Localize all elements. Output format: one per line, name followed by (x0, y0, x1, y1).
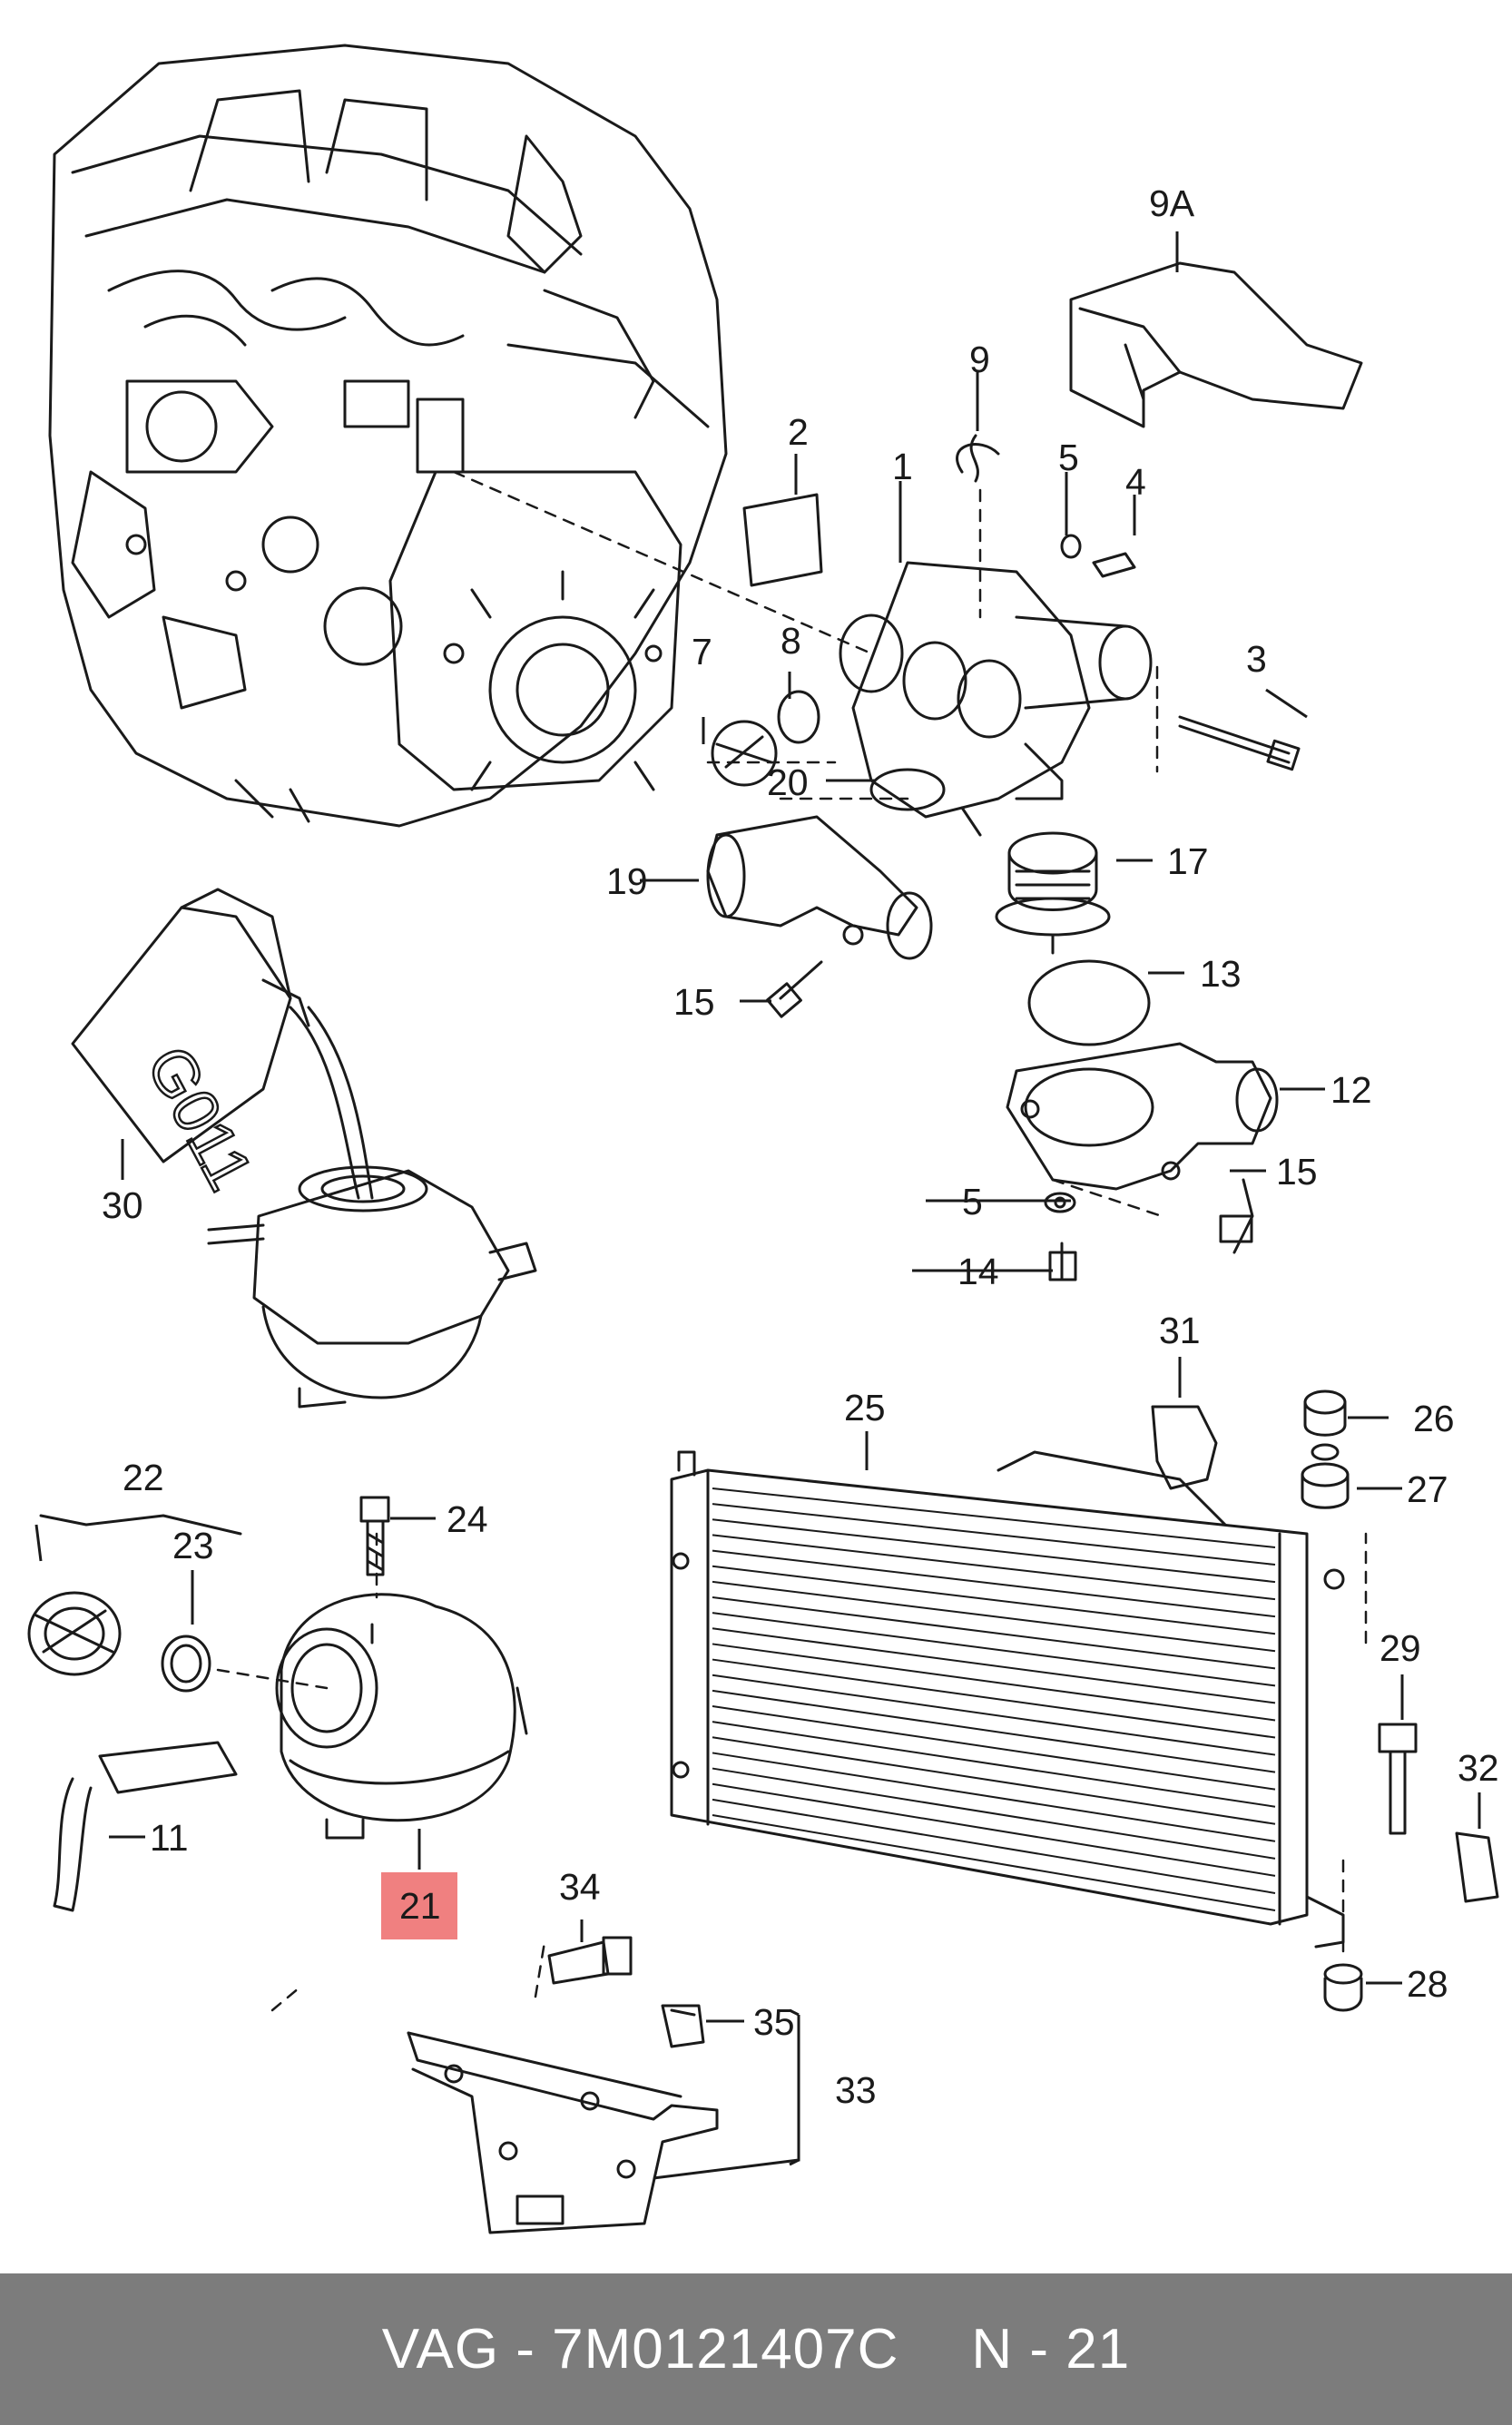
lower-flange-illustration (706, 815, 933, 960)
callout-20: 20 (767, 761, 809, 803)
callout-17: 17 (1167, 840, 1209, 882)
radiator-fin (712, 1814, 1276, 1911)
callout-15-left: 15 (673, 981, 715, 1023)
dark-fills (1402, 1851, 1420, 1888)
outlet-flange-illustration (1006, 1042, 1279, 1191)
radiator-fin (712, 1534, 1276, 1601)
callout-27: 27 (1407, 1468, 1448, 1510)
coolant-flange-illustration (839, 561, 1153, 837)
leader-lines (34, 231, 1481, 2180)
callout-12: 12 (1330, 1069, 1372, 1111)
callout-26: 26 (1413, 1398, 1455, 1439)
bolt-29-illustration (1378, 1723, 1418, 1835)
radiator-fin (712, 1627, 1276, 1704)
seal-23-inner (170, 1644, 202, 1684)
footer-part-number: VAG - 7M0121407C (381, 2318, 899, 2381)
thermostat-illustration (995, 831, 1151, 1046)
clip-9-illustration (969, 434, 979, 483)
radiator-fin (712, 1580, 1276, 1653)
upper-expansion-tank-illustration (207, 1165, 537, 1409)
bracket-33-illustration (407, 2031, 719, 2234)
callout-29: 29 (1379, 1627, 1421, 1669)
radiator-fin (712, 1518, 1276, 1584)
callout-5-upper: 5 (1058, 437, 1079, 478)
bracket-31-illustration (1151, 1405, 1218, 1490)
hose-11-illustration (53, 1741, 238, 1912)
callout-7: 7 (692, 631, 712, 673)
radiator-fin (712, 1798, 1276, 1894)
radiator-25-illustration (670, 1450, 1345, 1949)
highlight-box (381, 1872, 457, 1939)
callout-35: 35 (753, 2001, 795, 2043)
callout-33: 33 (835, 2069, 877, 2111)
radiator-fin (712, 1549, 1276, 1618)
radiator-fin (712, 1736, 1276, 1825)
callout-9a: 9A (1149, 182, 1195, 224)
callout-24: 24 (447, 1498, 488, 1540)
radiator-fins (712, 1487, 1276, 1911)
radiator-fin (712, 1782, 1276, 1877)
rubber-mounts-illustration (1301, 1389, 1363, 2012)
bolt-34-illustration (547, 1936, 633, 1985)
callout-3: 3 (1246, 638, 1267, 680)
part-number-footer: VAG - 7M0121407C N - 21 (0, 2273, 1512, 2425)
callout-15-right: 15 (1276, 1151, 1318, 1193)
radiator-fin (712, 1767, 1276, 1860)
radiator-fin (712, 1674, 1276, 1756)
radiator-fin (712, 1689, 1276, 1773)
callout-labels: 1 2 3 4 5 7 8 9 9A 20 19 15 17 13 12 15 … (102, 182, 1499, 2111)
radiator-fin (712, 1565, 1276, 1635)
radiator-fin (712, 1643, 1276, 1722)
radiator-fin (712, 1596, 1276, 1670)
radiator-fin (712, 1487, 1276, 1548)
callout-19: 19 (606, 860, 648, 902)
bottle-label: G011 (133, 1035, 267, 1201)
callout-22: 22 (123, 1457, 164, 1498)
gaskets-and-bolts (711, 443, 1301, 1281)
callout-28: 28 (1407, 1963, 1448, 2005)
callout-31: 31 (1159, 1310, 1201, 1351)
clip-32-illustration (1455, 1831, 1499, 1903)
assembly-lines (216, 470, 1368, 2012)
radiator-fin (712, 1658, 1276, 1739)
callout-23: 23 (172, 1525, 214, 1566)
callout-34: 34 (559, 1866, 601, 1908)
callout-13: 13 (1200, 953, 1242, 995)
cap-22-illustration (27, 1514, 242, 1676)
callout-30: 30 (102, 1184, 143, 1226)
callout-25: 25 (844, 1387, 886, 1428)
callout-14: 14 (957, 1251, 999, 1292)
clip-35-illustration (661, 2004, 705, 2048)
radiator-fin (712, 1612, 1276, 1687)
callout-4: 4 (1125, 461, 1146, 503)
callout-8: 8 (781, 620, 801, 662)
radiator-fin (712, 1705, 1276, 1791)
callout-1: 1 (892, 446, 913, 487)
radiator-fin (712, 1503, 1276, 1566)
callout-11: 11 (150, 1817, 189, 1859)
footer-diagram-position: N - 21 (971, 2318, 1131, 2381)
callout-5-lower: 5 (962, 1181, 983, 1222)
seal-23-illustration (161, 1635, 211, 1693)
bolt-24-illustration (359, 1496, 390, 1576)
callout-21: 21 (399, 1885, 441, 1927)
callout-2: 2 (788, 411, 809, 453)
engine-block-illustration (48, 44, 728, 828)
expansion-tank-21-illustration (275, 1593, 528, 1840)
parts-diagram: G011 (27, 44, 1499, 2234)
radiator-fin (712, 1752, 1276, 1842)
callout-32: 32 (1458, 1747, 1499, 1789)
engine-cover-9a-illustration (1069, 261, 1363, 428)
callout-9: 9 (969, 339, 990, 380)
radiator-fin (712, 1721, 1276, 1808)
